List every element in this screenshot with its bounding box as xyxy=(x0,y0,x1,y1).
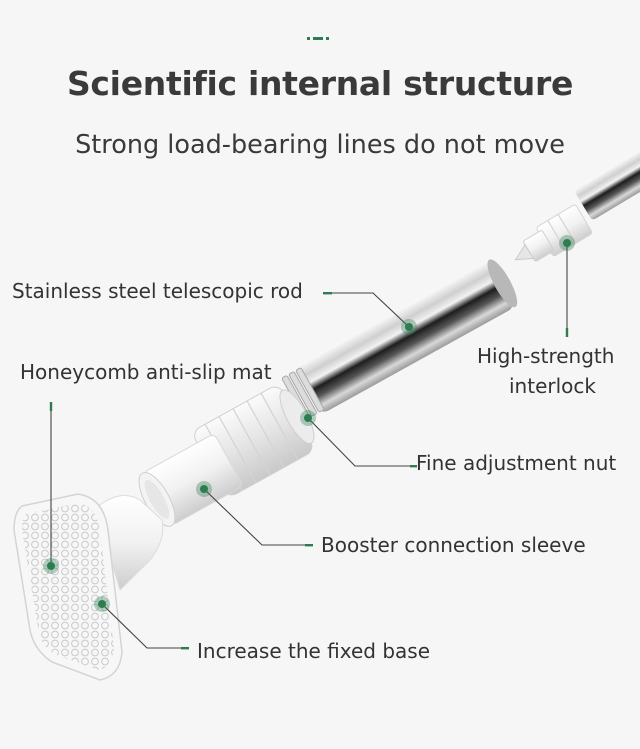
interlock-plug xyxy=(514,204,593,262)
label-anti-slip-mat: Honeycomb anti-slip mat xyxy=(20,360,272,384)
marker-dots xyxy=(43,235,575,612)
main-telescopic-rod xyxy=(281,259,518,420)
label-interlock-line2: interlock xyxy=(509,374,596,398)
label-interlock-line1: High-strength xyxy=(477,344,615,368)
page-title: Scientific internal structure xyxy=(66,64,574,103)
upper-rod-segment xyxy=(575,145,640,220)
fixed-base xyxy=(13,493,164,681)
label-adjustment-nut: Fine adjustment nut xyxy=(416,451,617,475)
label-fixed-base: Increase the fixed base xyxy=(197,639,431,663)
page-subtitle: Strong load-bearing lines do not move xyxy=(75,130,565,160)
accent-dash-decoration xyxy=(307,37,329,41)
label-connection-sleeve: Booster connection sleeve xyxy=(321,533,586,557)
booster-sleeve xyxy=(138,435,242,527)
leader-lines xyxy=(50,243,568,649)
label-telescopic-rod: Stainless steel telescopic rod xyxy=(12,279,303,303)
leader-line-accents xyxy=(49,292,569,650)
